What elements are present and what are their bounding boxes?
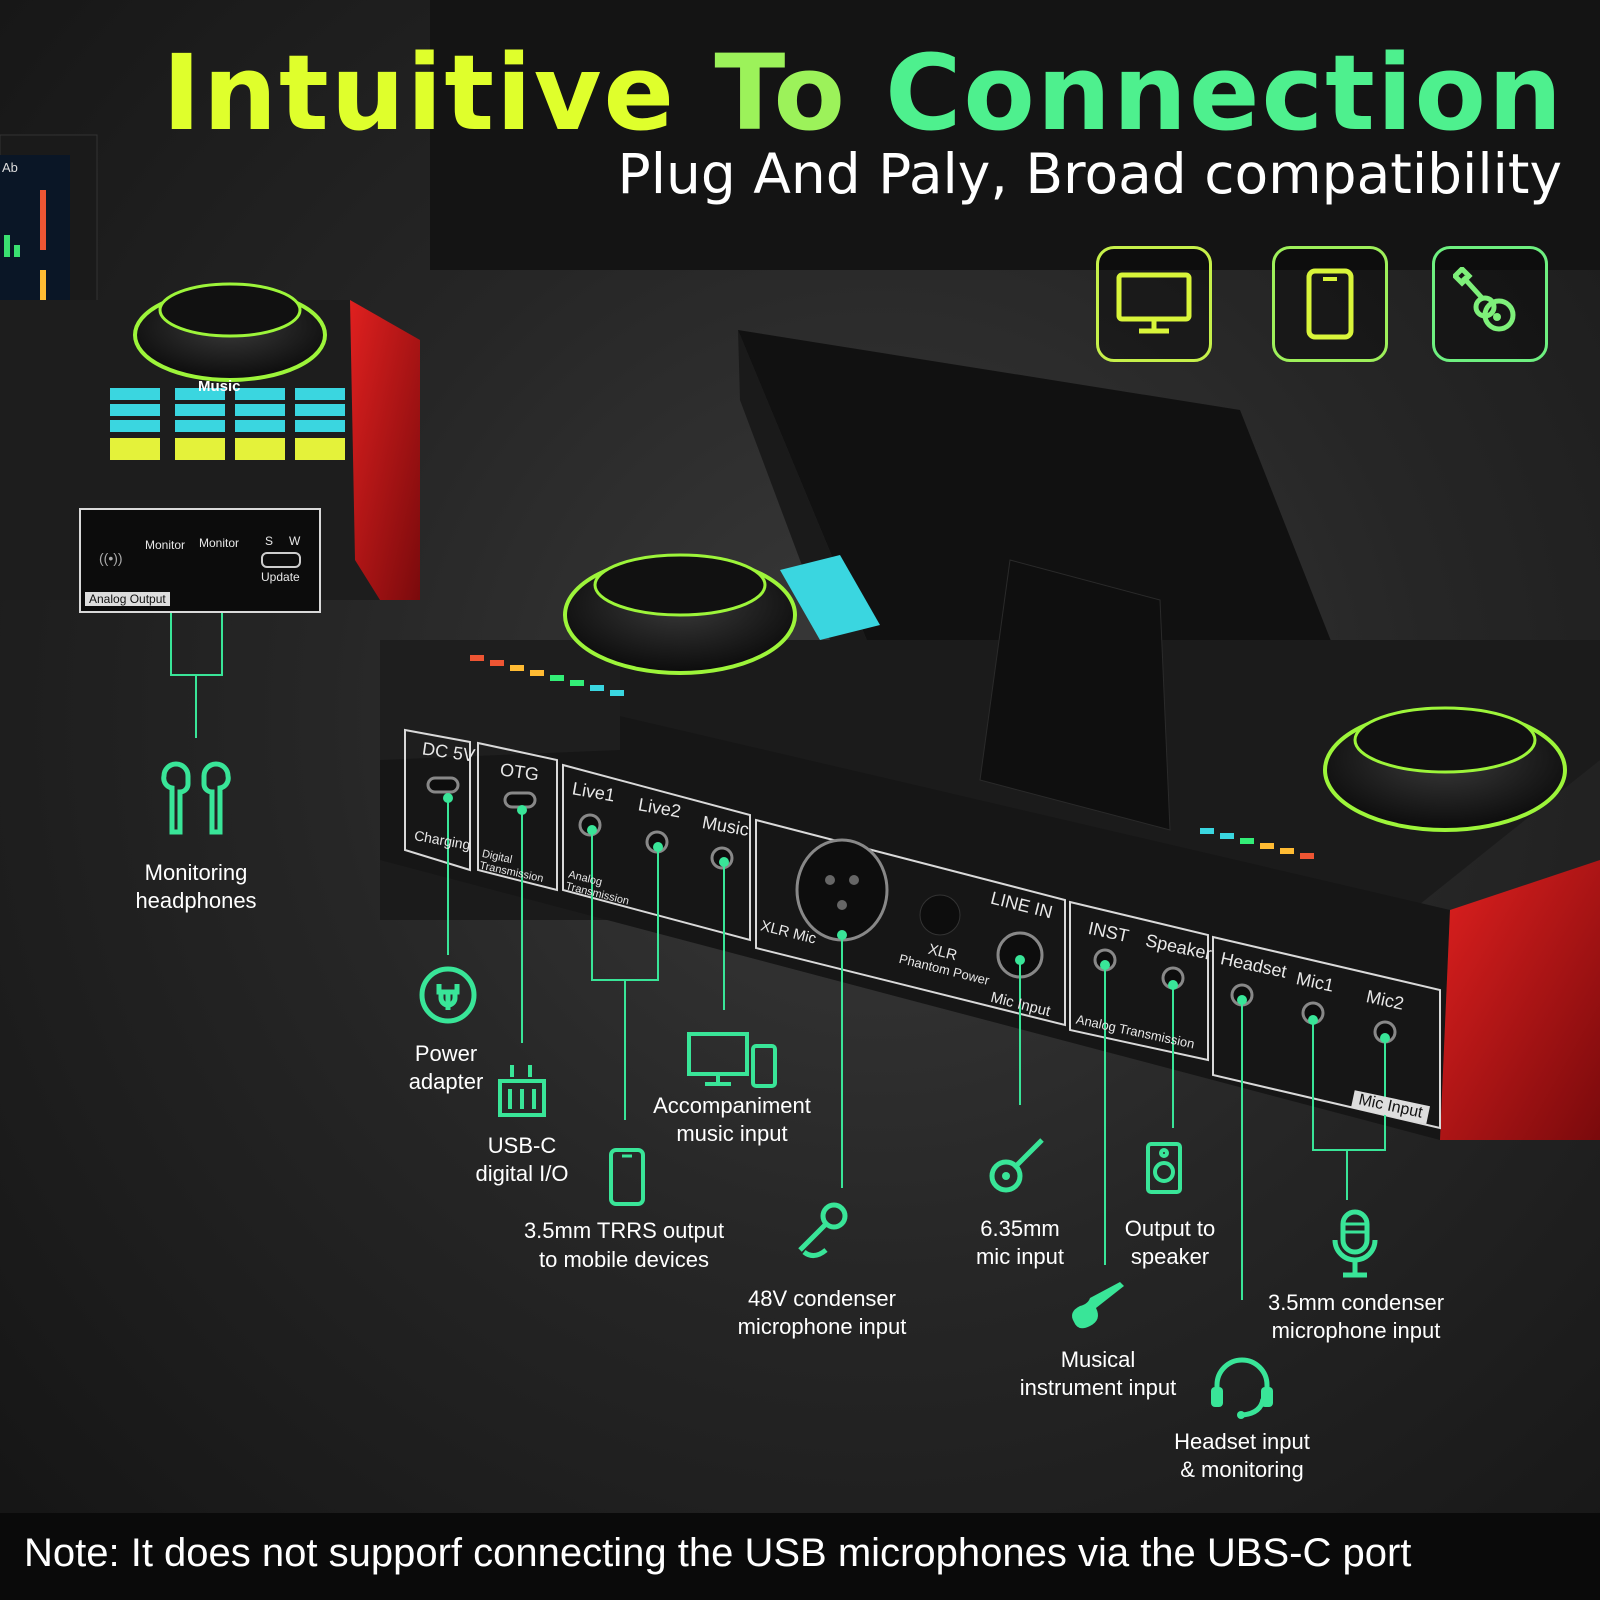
page-subtitle: Plug And Paly, Broad compatibility [617,142,1562,206]
title-word-3: Connection [885,32,1564,154]
earbuds-icon [161,761,231,835]
speaker-icon [1146,1142,1182,1194]
computer-phone-icon [687,1032,777,1088]
device-brand-text: Music [198,378,241,395]
electric-guitar-icon [1072,1282,1124,1329]
handheld-mic-icon [798,1202,848,1258]
condenser-35-label-2: microphone input [1271,1318,1441,1343]
output-speaker-label-2: speaker [1130,1244,1210,1269]
trrs-output-label-2: to mobile devices [539,1247,709,1272]
switch-w-label: W [289,534,301,548]
monitor1-label: Monitor [145,538,186,552]
page-title: Intuitive To Connection [162,32,1564,154]
monitoring-headphones-label-1: Monitoring [144,860,248,885]
monitor2-label: Monitor [199,536,240,550]
title-word-2: To [714,32,847,154]
headset-input-label-1: Headset input [1174,1429,1310,1454]
usbc-io-label-1: USB-C [487,1133,557,1158]
usb-io-icon [498,1065,546,1117]
title-word-1: Intuitive [162,32,677,154]
power-adapter-label-2: adapter [408,1069,484,1094]
monitoring-headphones-label-2: headphones [135,888,257,913]
headset-input-label-2: & monitoring [1180,1457,1304,1482]
switch-s-label: S [265,534,274,548]
power-adapter-label-1: Power [414,1041,478,1066]
studio-mic-icon [1332,1209,1378,1278]
phone-icon [609,1148,645,1206]
acoustic-guitar-icon [989,1138,1044,1193]
analog-output-label: Analog Output [85,592,170,606]
output-speaker-label-1: Output to [1124,1216,1216,1241]
condenser-48v-label-2: microphone input [737,1314,907,1339]
note-bar: Note: It does not supporf connecting the… [0,1513,1600,1600]
analog-output-panel: Monitor Monitor S W Update Analog Output… [79,508,321,613]
accompaniment-label-2: music input [676,1121,788,1146]
screen-text: Ab [2,160,18,175]
mic-635-label-1: 6.35mm [980,1216,1060,1241]
usb-switch[interactable] [261,552,301,568]
condenser-35-label-1: 3.5mm condenser [1267,1290,1445,1315]
instrument-label-1: Musical [1060,1347,1136,1372]
power-plug-icon [419,966,477,1024]
instrument-label-2: instrument input [1019,1375,1177,1400]
monitor-icon [1096,246,1212,362]
headset-icon [1211,1357,1273,1419]
wireless-icon: ((•)) [99,550,123,566]
note-text: Note: It does not supporf connecting the… [24,1531,1412,1575]
usbc-io-label-2: digital I/O [475,1161,569,1186]
guitar-icon [1432,246,1548,362]
tablet-icon [1272,246,1388,362]
accompaniment-label-1: Accompaniment [653,1093,811,1118]
update-label: Update [261,570,300,584]
mic-635-label-2: mic input [975,1244,1065,1269]
trrs-output-label-1: 3.5mm TRRS output [523,1218,725,1243]
condenser-48v-label-1: 48V condenser [748,1286,896,1311]
